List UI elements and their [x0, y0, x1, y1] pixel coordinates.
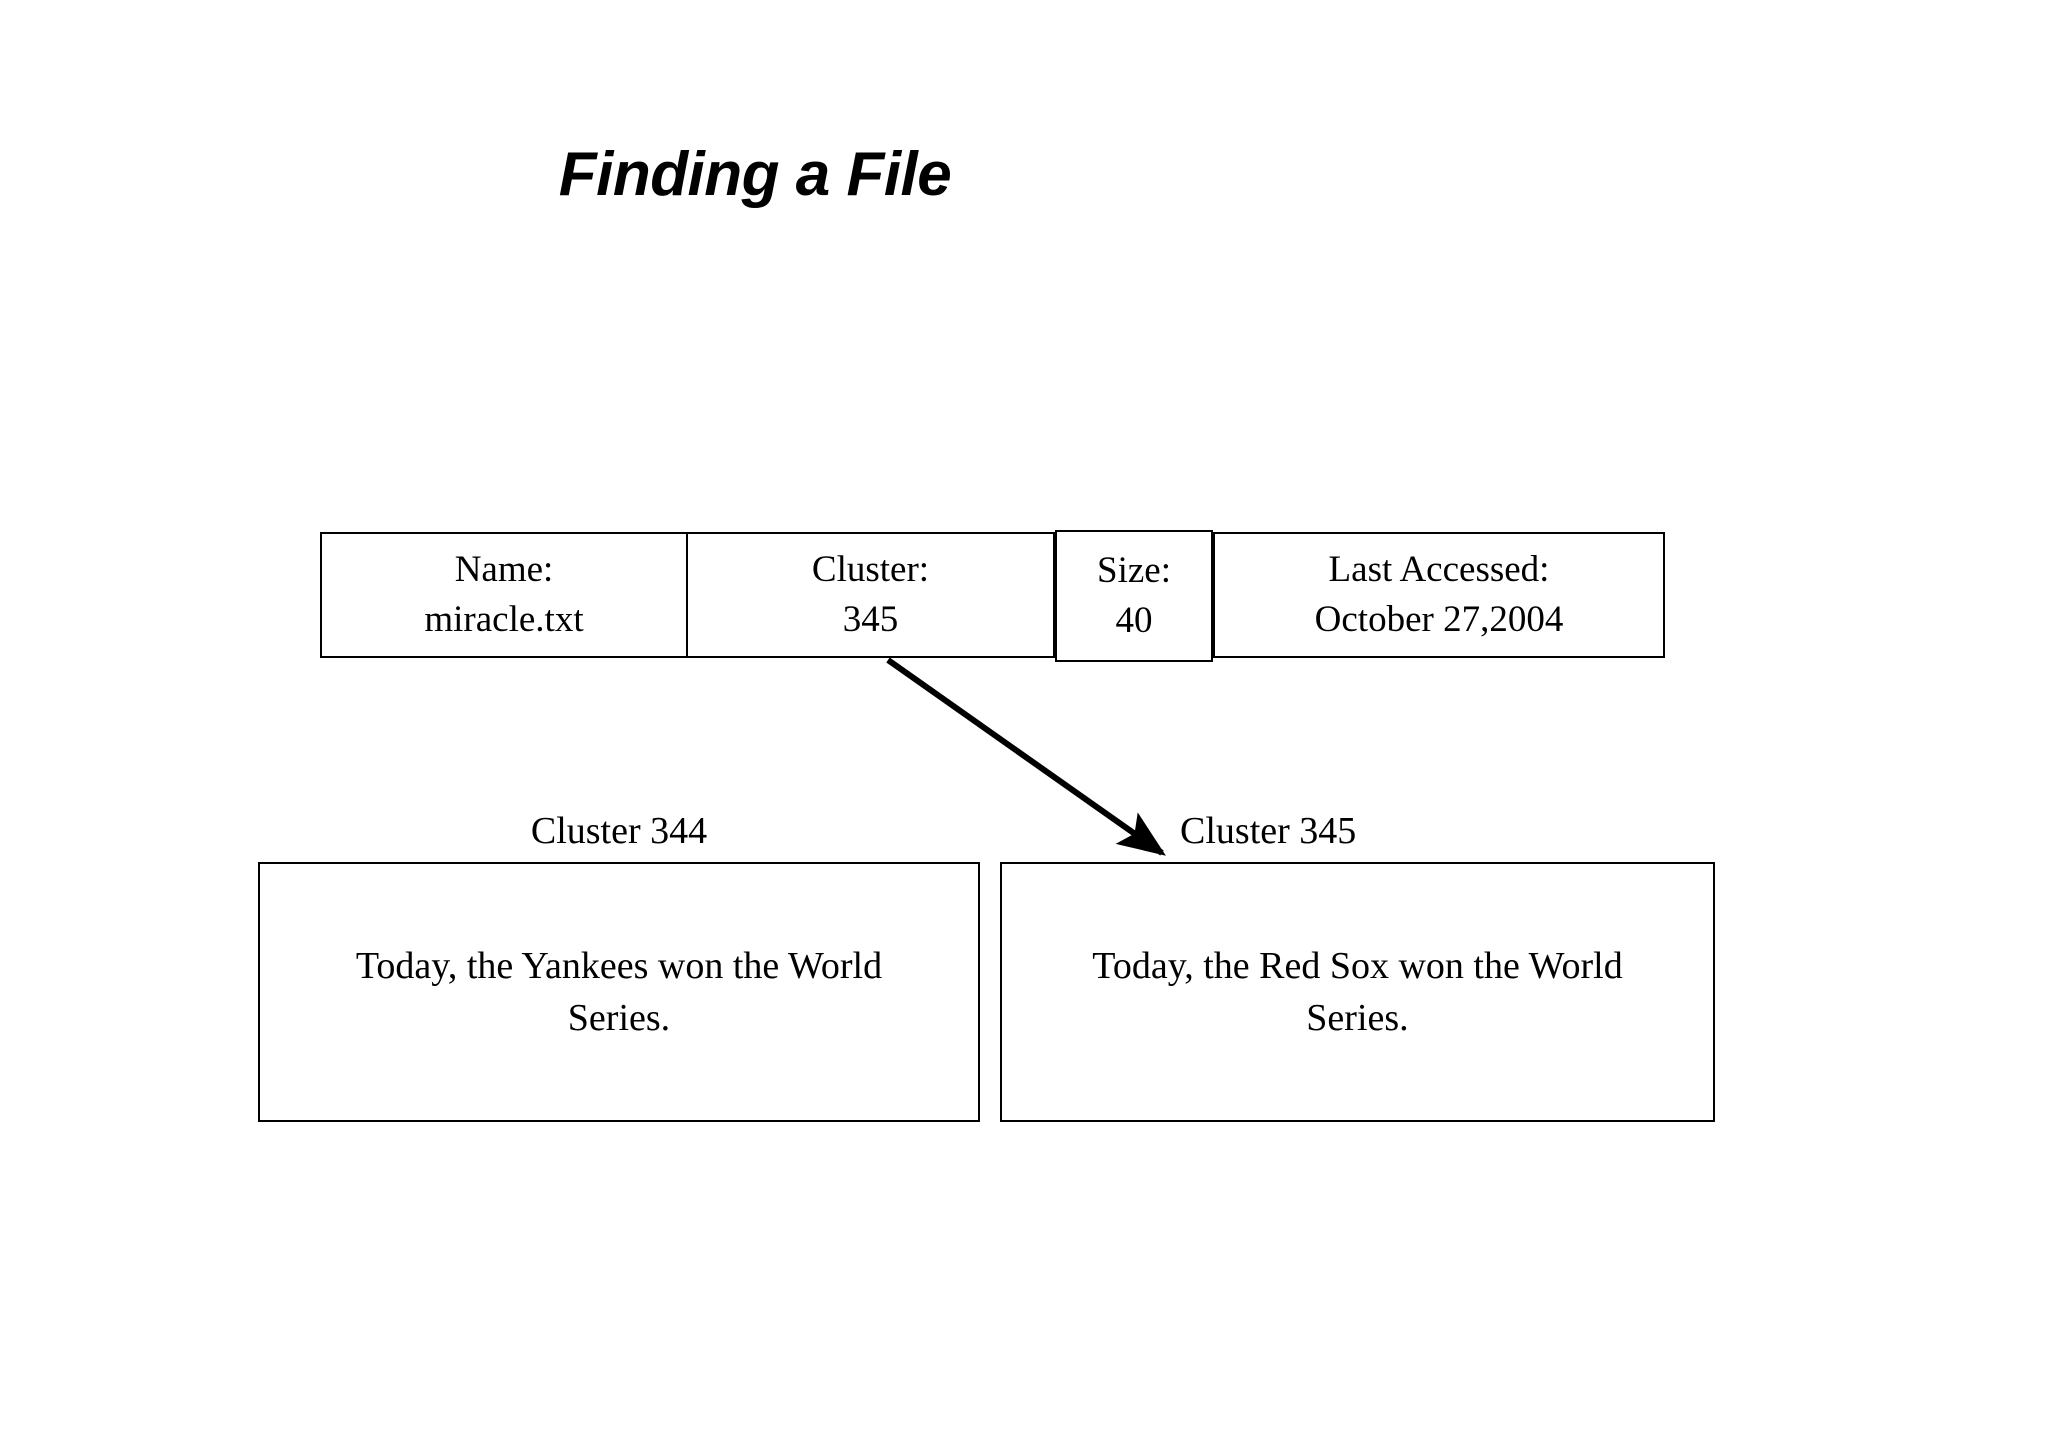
- directory-entry-record: Name: miracle.txt Cluster: 345 Size: 40 …: [320, 530, 1665, 662]
- directory-field-cluster: Cluster: 345: [686, 532, 1055, 658]
- cluster-field-value: 345: [842, 599, 899, 640]
- name-field-value: miracle.txt: [424, 599, 584, 640]
- directory-field-last-accessed: Last Accessed: October 27,2004: [1213, 532, 1665, 658]
- cluster-344-box: Today, the Yankees won the World Series.: [258, 862, 980, 1122]
- last-accessed-field-label: Last Accessed:: [1328, 549, 1550, 590]
- directory-field-size: Size: 40: [1055, 530, 1213, 662]
- size-field-label: Size:: [1097, 550, 1171, 591]
- cluster-345-box: Today, the Red Sox won the World Series.: [1000, 862, 1715, 1122]
- size-field-value: 40: [1115, 600, 1153, 641]
- page-title: Finding a File: [558, 140, 952, 209]
- name-field-label: Name:: [454, 549, 554, 590]
- directory-field-name: Name: miracle.txt: [320, 532, 688, 658]
- cluster-345-content: Today, the Red Sox won the World Series.: [1092, 945, 1623, 1039]
- cluster-345-label: Cluster 345: [1180, 810, 1357, 852]
- cluster-344-content: Today, the Yankees won the World Series.: [355, 945, 883, 1039]
- cluster-field-label: Cluster:: [811, 549, 930, 590]
- last-accessed-field-value: October 27,2004: [1314, 599, 1564, 640]
- cluster-344-label: Cluster 344: [530, 810, 708, 852]
